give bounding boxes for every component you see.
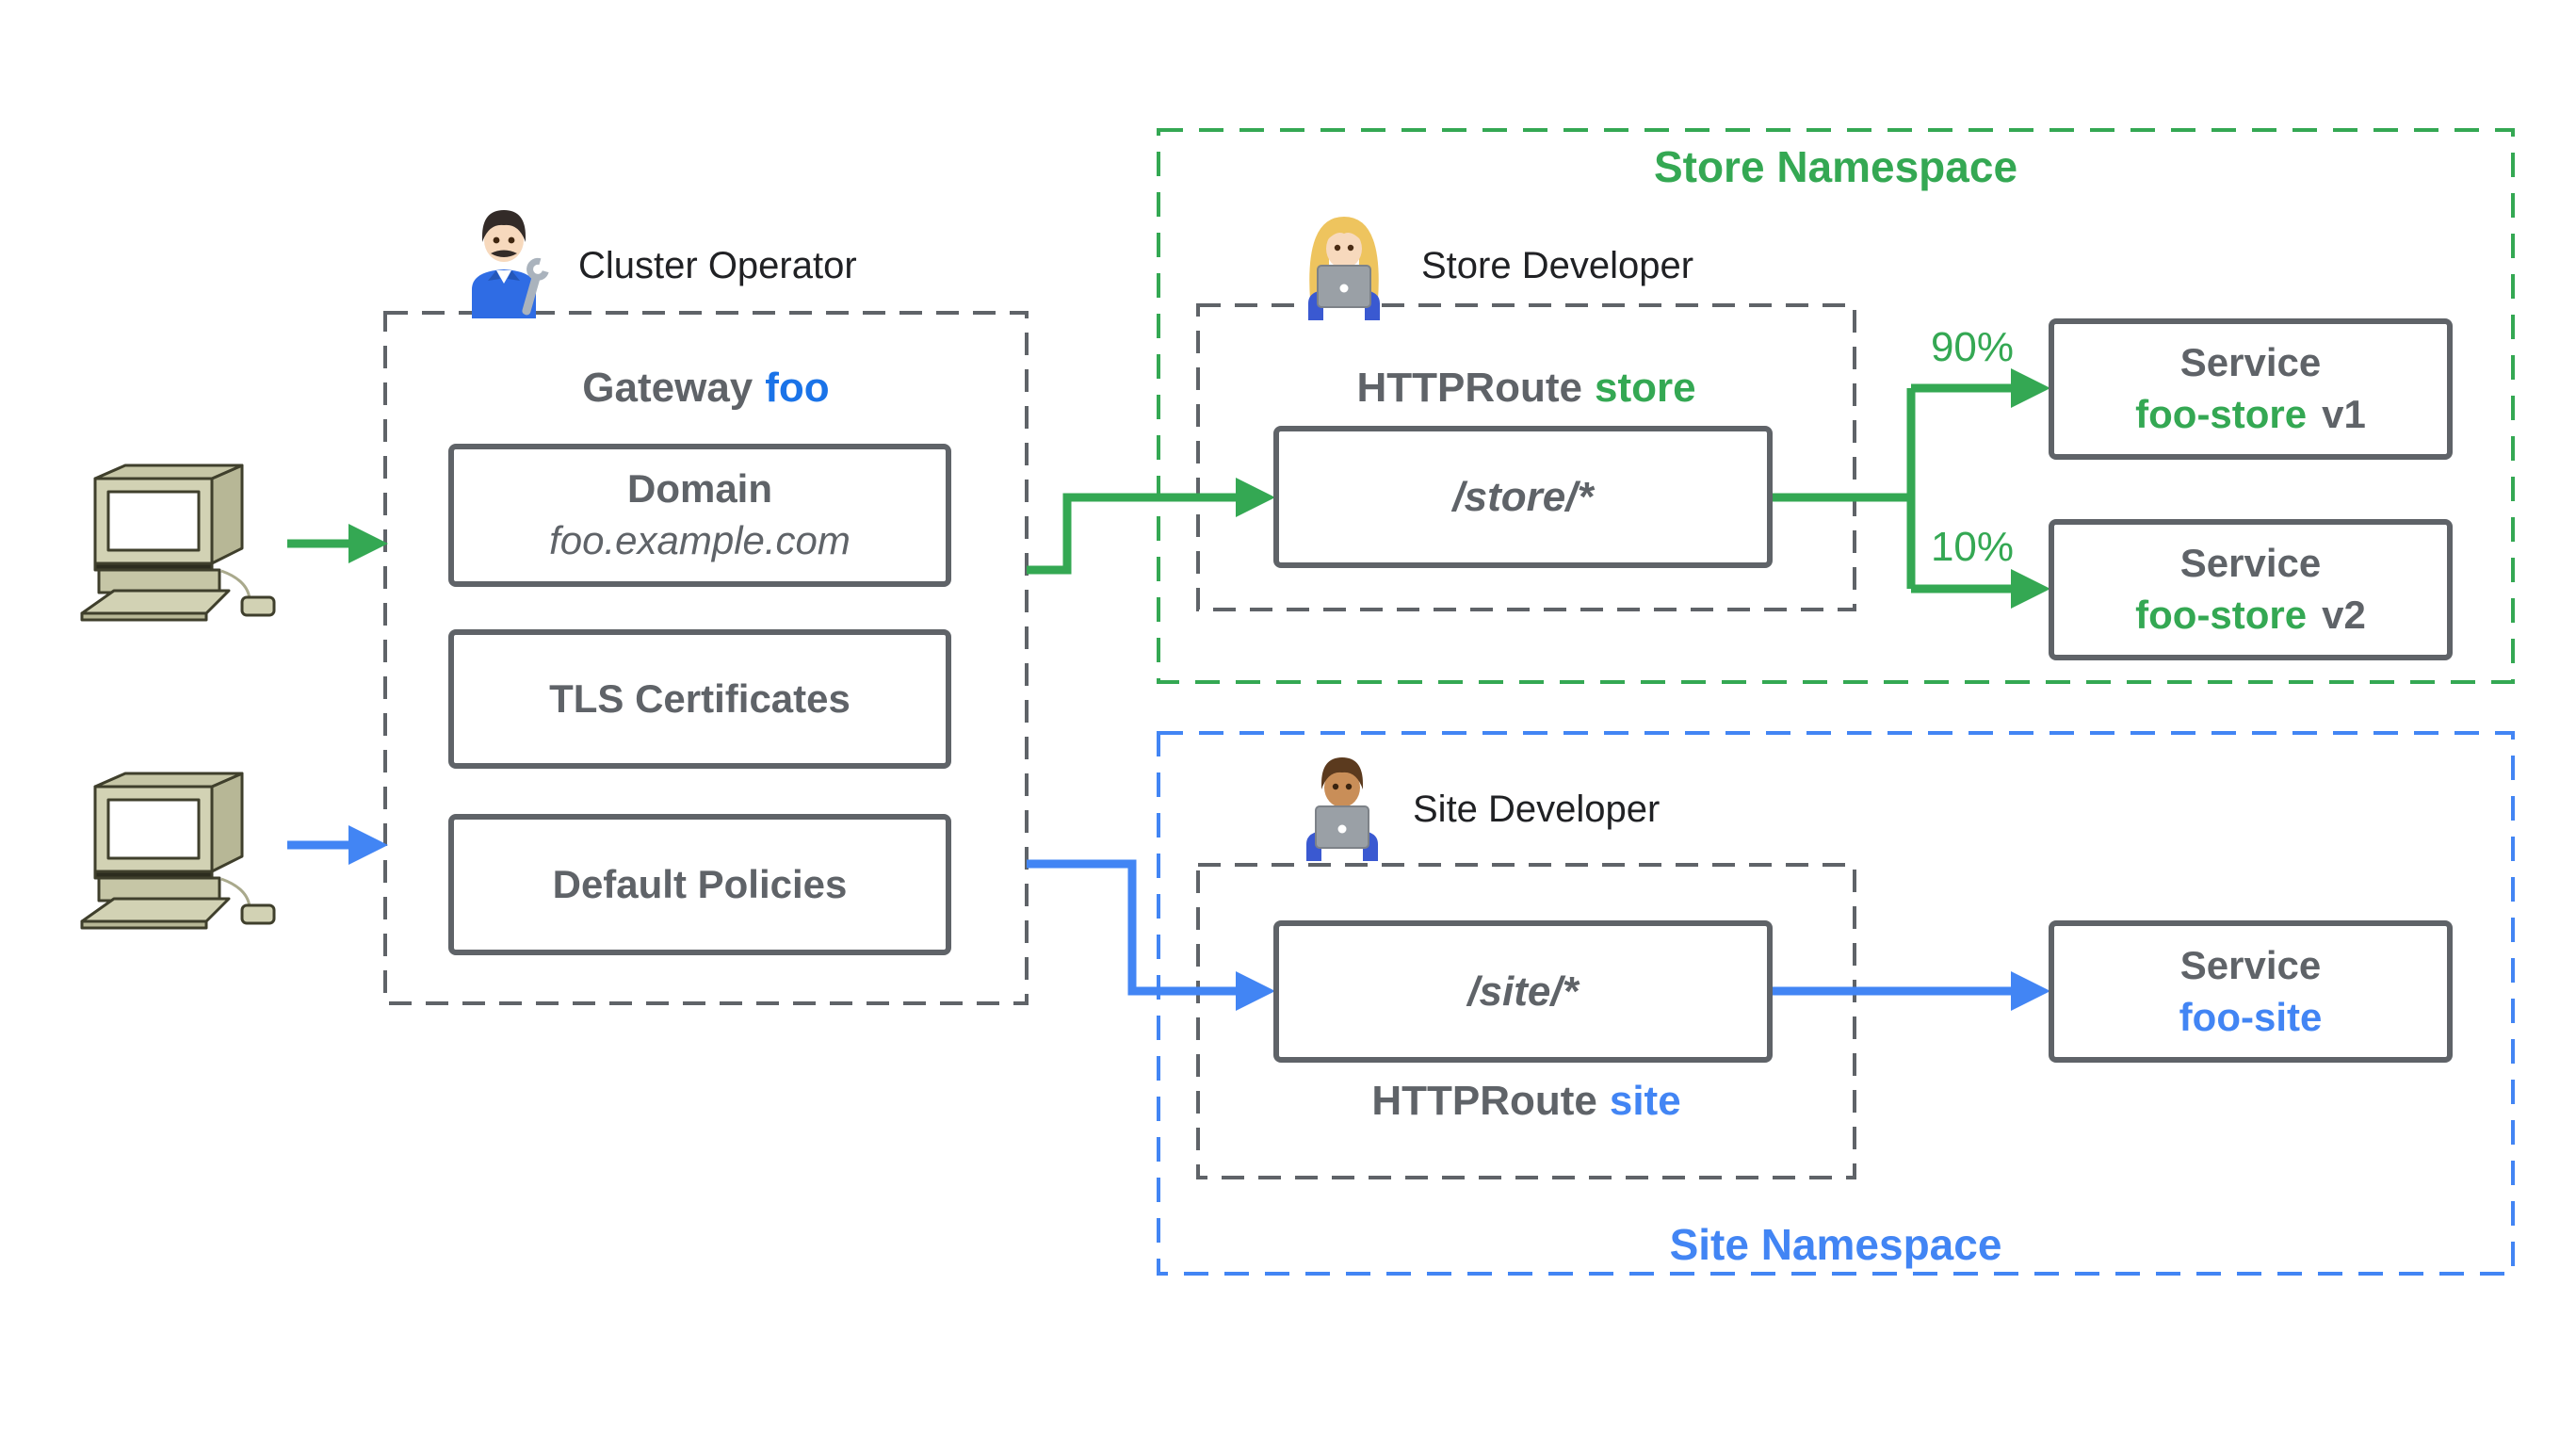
site-developer-label: Site Developer <box>1413 789 1661 830</box>
weight-10-label: 10% <box>1930 524 2015 570</box>
httproute-store-title: HTTPRoute store <box>1198 365 1855 412</box>
gateway-dashed-border <box>383 311 1029 1005</box>
service-version: v1 <box>2322 392 2366 436</box>
store-namespace-label: Store Namespace <box>1653 142 2018 191</box>
httproute-store-prefix: HTTPRoute <box>1356 365 1582 411</box>
blue-flow-lines <box>287 840 2013 996</box>
service-kind: Service <box>2179 541 2322 586</box>
domain-box-value: foo.example.com <box>549 518 851 562</box>
gateway-title: Gateway foo <box>385 365 1027 412</box>
httproute-site-prefix: HTTPRoute <box>1371 1078 1597 1124</box>
blue-arrowheads <box>348 825 2050 1011</box>
service-name: foo-site <box>2179 994 2323 1039</box>
domain-box-title: Domain <box>626 466 772 512</box>
httproute-store-dashed-border <box>1196 303 1856 611</box>
man-technologist-icon <box>1293 746 1391 861</box>
store-namespace-border <box>1157 128 2515 684</box>
httproute-site-title: HTTPRoute site <box>1198 1078 1855 1125</box>
store-route-path-box: /store/* <box>1273 426 1773 568</box>
desktop-computer-icon <box>80 458 283 623</box>
domain-box: Domain foo.example.com <box>448 444 951 587</box>
httproute-site-dashed-border <box>1196 863 1856 1179</box>
policies-box-title: Default Policies <box>552 861 848 906</box>
httproute-site-name: site <box>1609 1078 1681 1124</box>
site-route-path: /site/* <box>1467 968 1579 1015</box>
desktop-computer-icon <box>80 766 283 931</box>
service-kind: Service <box>2179 942 2322 987</box>
weight-90-label: 90% <box>1930 324 2015 370</box>
woman-technologist-icon <box>1295 205 1393 320</box>
green-arrowheads <box>348 368 2050 609</box>
site-namespace-label: Site Namespace <box>1669 1220 2002 1269</box>
gateway-title-name: foo <box>765 365 830 411</box>
cluster-operator-label: Cluster Operator <box>578 245 857 286</box>
gateway-title-prefix: Gateway <box>582 365 753 411</box>
man-mechanic-icon <box>459 203 549 318</box>
site-namespace-border <box>1157 731 2515 1276</box>
green-flow-lines <box>287 383 2013 594</box>
service-foo-store-v1-box: Service foo-store v1 <box>2049 318 2453 460</box>
site-route-path-box: /site/* <box>1273 920 1773 1063</box>
service-name: foo-store <box>2135 392 2308 436</box>
service-foo-store-v2-box: Service foo-store v2 <box>2049 519 2453 660</box>
service-kind: Service <box>2179 340 2322 385</box>
default-policies-box: Default Policies <box>448 814 951 955</box>
service-foo-site-box: Service foo-site <box>2049 920 2453 1063</box>
httproute-store-name: store <box>1594 365 1696 411</box>
tls-certificates-box: TLS Certificates <box>448 629 951 769</box>
service-name: foo-store <box>2135 593 2308 637</box>
service-version: v2 <box>2322 593 2366 637</box>
tls-box-title: TLS Certificates <box>549 675 851 721</box>
store-developer-label: Store Developer <box>1421 245 1694 286</box>
store-route-path: /store/* <box>1452 473 1594 520</box>
